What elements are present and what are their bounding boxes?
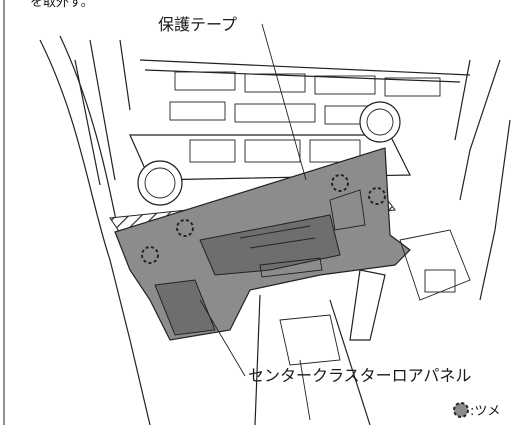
claw-3 [331, 174, 349, 192]
tape-leader-line [261, 23, 307, 181]
lower-console [254, 229, 471, 425]
dashboard-outline [39, 35, 511, 425]
claw-2 [176, 219, 194, 237]
left-knob [137, 160, 183, 206]
claw-1 [141, 246, 159, 264]
claw-legend-icon [453, 402, 469, 418]
claw-4 [368, 187, 386, 205]
panel-leader-line [199, 299, 246, 377]
top-text: を取外す。 [30, 0, 94, 10]
legend: :ツメ [453, 402, 500, 419]
center-cluster-lower-panel [114, 147, 411, 341]
legend-text: :ツメ [470, 404, 500, 419]
right-knob [359, 101, 401, 143]
lower-panel-label: センタークラスターロアパネル [248, 366, 471, 385]
protective-tape-label: 保護テープ [158, 15, 237, 34]
